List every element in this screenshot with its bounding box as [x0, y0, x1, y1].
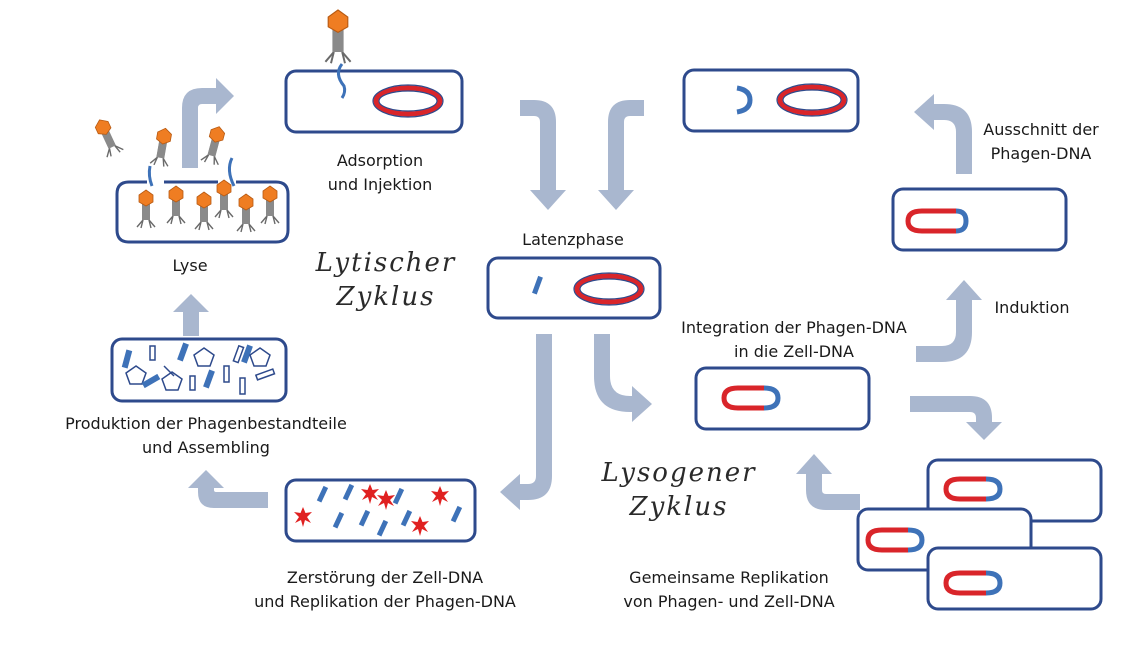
label-gemeinsame: Gemeinsame Replikation von Phagen- und Z…: [604, 566, 854, 614]
label-ausschnitt-line1: Ausschnitt der: [983, 120, 1099, 139]
label-integration: Integration der Phagen-DNA in die Zell-D…: [664, 316, 924, 364]
phage-dna-fragment: [532, 275, 543, 295]
arrow-excision-to-latenzphase: [598, 100, 644, 210]
arrow-produktion-to-lyse: [173, 294, 209, 336]
integrated-dna-rings: [721, 85, 1003, 596]
label-gemeinsame-line2: von Phagen- und Zell-DNA: [623, 592, 835, 611]
label-integration-line2: in die Zell-DNA: [734, 342, 854, 361]
label-lytic-cycle: Lytischer Zyklus: [306, 246, 466, 314]
label-adsorption-line1: Adsorption: [336, 151, 424, 170]
arrow-excision-up: [914, 94, 972, 174]
arrow-adsorption-to-latenzphase: [520, 100, 566, 210]
cell-replication-3: [926, 546, 1103, 611]
label-zerstoerung-line1: Zerstörung der Zell-DNA: [286, 568, 484, 587]
label-lysogenic-line2: Zyklus: [629, 492, 729, 522]
arrow-lyse-to-adsorption: [182, 78, 234, 168]
cell-excised: [682, 68, 860, 133]
label-zerstoerung-line2: und Replikation der Phagen-DNA: [254, 592, 516, 611]
label-induktion: Induktion: [994, 298, 1070, 317]
cell-ausschnitt: [891, 187, 1068, 252]
arrow-induktion: [916, 280, 982, 362]
label-lyse: Lyse: [172, 256, 208, 275]
label-produktion-line2: und Assembling: [142, 438, 270, 457]
label-adsorption-line2: und Injektion: [327, 175, 433, 194]
label-gemeinsame-line1: Gemeinsame Replikation: [629, 568, 829, 587]
label-produktion-line1: Produktion der Phagenbestandteile: [65, 414, 347, 433]
arrow-integration-to-replication: [910, 396, 1002, 440]
label-ausschnitt: Ausschnitt der Phagen-DNA: [966, 118, 1116, 166]
host-dna-rings: [373, 84, 847, 305]
label-lysogenic-cycle: Lysogener Zyklus: [594, 456, 764, 524]
label-latenzphase: Latenzphase: [522, 230, 624, 249]
arrow-replication-to-integration: [796, 454, 860, 510]
label-produktion: Produktion der Phagenbestandteile und As…: [46, 412, 366, 460]
arrow-latenzphase-to-zerstoerung: [500, 334, 552, 510]
label-lytic-line2: Zyklus: [336, 282, 436, 312]
cell-integration: [694, 366, 871, 431]
label-adsorption: Adsorption und Injektion: [300, 149, 460, 197]
label-lytic-line1: Lytischer: [315, 248, 457, 278]
phage-components: [121, 342, 276, 395]
destruction-contents: [316, 483, 463, 537]
label-integration-line1: Integration der Phagen-DNA: [681, 318, 907, 337]
arrow-zerstoerung-to-produktion: [188, 470, 268, 508]
arrow-latenzphase-to-integration: [594, 334, 652, 422]
phage-adsorbing: [324, 8, 352, 99]
cycle-arrows: [173, 78, 1002, 510]
label-ausschnitt-line2: Phagen-DNA: [990, 144, 1092, 163]
released-phages: [90, 115, 280, 233]
label-lysogenic-line1: Lysogener: [601, 458, 757, 488]
label-zerstoerung: Zerstörung der Zell-DNA und Replikation …: [240, 566, 530, 614]
